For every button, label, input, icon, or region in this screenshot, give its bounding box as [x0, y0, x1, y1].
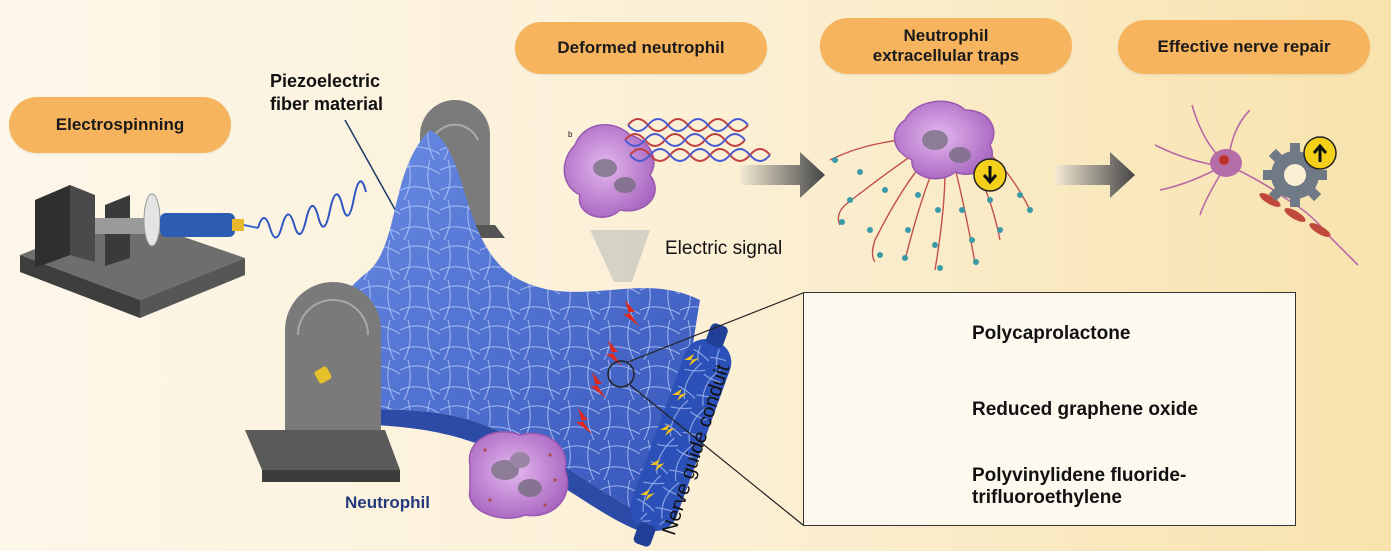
fiber-callout-line	[344, 119, 403, 223]
deformed-neutrophil-icon	[563, 118, 771, 218]
fiber-material-line2: fiber material	[270, 94, 384, 114]
fiber-jet-spiral	[257, 180, 367, 239]
neutrophil-cell-icon	[468, 431, 569, 519]
neutrophil-label: Neutrophil	[345, 493, 430, 512]
signal-beam	[590, 230, 650, 282]
legend-rgo-label: Reduced graphene oxide	[972, 399, 1198, 420]
zoom-circle	[607, 360, 635, 388]
legend-pvdf-line2: trifluoroethylene	[972, 487, 1122, 508]
step-net-label-1: Neutrophil	[903, 26, 989, 45]
step-electrospinning-label: Electrospinning	[55, 115, 185, 134]
fiber-material-line1: Piezoelectric	[270, 71, 381, 91]
step-deformed-label: Deformed neutrophil	[557, 38, 725, 57]
materials-legend: Polycaprolactone Reduced graphene oxide …	[803, 292, 1296, 526]
step-net-label-2: extracellular traps	[872, 46, 1020, 65]
legend-pvdf-label: Polyvinylidene fluoride- trifluoroethyle…	[972, 465, 1186, 509]
arrow-icon	[740, 152, 825, 198]
lightning-icons	[576, 300, 639, 434]
step-net-pill: Neutrophil extracellular traps	[820, 18, 1072, 74]
step-repair-label: Effective nerve repair	[1157, 37, 1331, 56]
step-deformed-pill: Deformed neutrophil	[515, 22, 767, 74]
legend-pvdf-line1: Polyvinylidene fluoride-	[972, 465, 1187, 486]
panel-tag-label: b	[568, 130, 573, 139]
fiber-material-label: Piezoelectric fiber material	[270, 70, 383, 116]
step-repair-pill: Effective nerve repair	[1118, 20, 1370, 74]
arrow-icon	[1055, 152, 1135, 198]
legend-pcl-label: Polycaprolactone	[972, 323, 1131, 344]
electric-signal-label: Electric signal	[665, 238, 783, 259]
electrospinning-machine-icon	[20, 185, 259, 318]
neuron-icon	[1154, 104, 1359, 266]
roller-front	[245, 282, 400, 482]
step-electrospinning-pill: Electrospinning	[9, 97, 231, 153]
net-cell-icon	[829, 100, 1033, 271]
